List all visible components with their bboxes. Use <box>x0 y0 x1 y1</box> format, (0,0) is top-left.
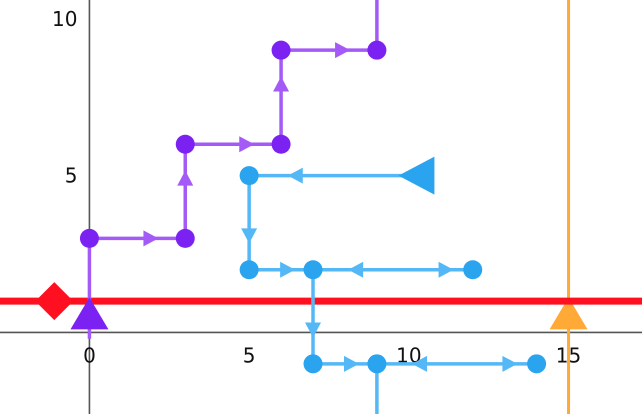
x-tick-label-1: 5 <box>243 343 256 367</box>
blue-start-arrow <box>287 167 303 184</box>
purple-point-2 <box>175 134 195 154</box>
purple-arrow-0 <box>143 230 159 247</box>
blue-bidir-arrow-fwd-1 <box>502 355 518 372</box>
purple-arrow-3 <box>273 76 290 92</box>
blue-point-0 <box>239 166 259 186</box>
purple-point-4 <box>271 40 291 60</box>
blue-point-3 <box>303 354 323 374</box>
blue-bidir-arrow-fwd-0 <box>438 261 454 278</box>
blue-point-1 <box>239 260 259 280</box>
purple-triangle-marker <box>70 297 109 330</box>
blue-bidir-arrow-back-0 <box>348 261 364 278</box>
purple-point-5 <box>367 40 387 60</box>
red-diamond-marker <box>35 282 74 321</box>
x-tick-label-0: 0 <box>83 343 96 367</box>
blue-bidir-point-0 <box>463 260 483 280</box>
blue-bidir-point-1 <box>527 354 547 374</box>
blue-arrow-2 <box>305 322 322 338</box>
purple-point-3 <box>271 134 291 154</box>
blue-point-2 <box>303 260 323 280</box>
blue-triangle-marker <box>398 156 435 195</box>
purple-arrow-2 <box>239 136 255 153</box>
purple-point-0 <box>79 228 99 248</box>
blue-arrow-3 <box>344 355 360 372</box>
purple-point-1 <box>175 228 195 248</box>
orange-triangle-marker <box>549 297 588 330</box>
blue-arrow-0 <box>241 228 258 244</box>
blue-bidir-arrow-back-1 <box>412 355 428 372</box>
purple-arrow-1 <box>177 170 194 186</box>
blue-arrow-1 <box>280 261 296 278</box>
y-tick-label-1: 10 <box>52 7 77 31</box>
purple-arrow-4 <box>335 42 351 59</box>
blue-point-4 <box>367 354 387 374</box>
y-tick-label-0: 5 <box>65 164 78 188</box>
